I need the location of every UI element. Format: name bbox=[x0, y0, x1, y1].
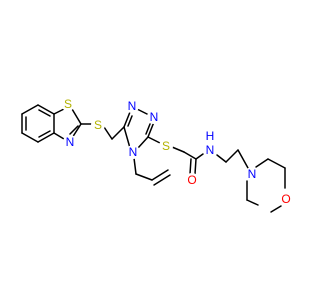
bond bbox=[137, 136, 149, 149]
atom-n-morpholine: N bbox=[248, 167, 257, 181]
bond bbox=[189, 158, 192, 175]
bond bbox=[69, 125, 79, 135]
atom-n-triazole: N bbox=[129, 145, 138, 159]
bond bbox=[103, 126, 113, 140]
bond bbox=[21, 104, 39, 115]
bond bbox=[135, 173, 153, 181]
atom-o-carbonyl: O bbox=[187, 173, 196, 187]
bond bbox=[37, 104, 55, 115]
bond bbox=[151, 169, 169, 181]
bond bbox=[37, 132, 55, 143]
bond bbox=[194, 158, 197, 175]
bond bbox=[270, 205, 282, 213]
atom-n-thiazole: N bbox=[66, 135, 75, 149]
bond-lines bbox=[21, 104, 286, 213]
bond bbox=[225, 149, 239, 163]
atom-s-linker: S bbox=[94, 118, 102, 132]
bond bbox=[237, 149, 249, 169]
bond bbox=[246, 199, 259, 206]
bond bbox=[216, 154, 227, 163]
bond bbox=[267, 158, 286, 169]
bond bbox=[133, 157, 137, 175]
atom-n-triazole: N bbox=[150, 110, 159, 124]
atom-n-triazole: N bbox=[128, 99, 137, 113]
atom-labels: S N S N N N S O N H N O bbox=[61, 97, 293, 206]
bond bbox=[153, 174, 171, 186]
bond bbox=[145, 123, 151, 135]
bond bbox=[21, 132, 39, 143]
bond bbox=[38, 109, 51, 117]
bond bbox=[123, 111, 131, 128]
bond bbox=[183, 151, 197, 160]
atom-s-linker: S bbox=[162, 139, 170, 153]
atom-h-amide: H bbox=[206, 129, 215, 143]
bond bbox=[53, 132, 65, 140]
bond bbox=[38, 130, 51, 138]
atom-o-morpholine: O bbox=[281, 192, 290, 206]
bond bbox=[71, 108, 82, 125]
atom-n-amide: N bbox=[206, 143, 215, 157]
bond bbox=[147, 136, 161, 144]
bond bbox=[123, 126, 131, 149]
bond bbox=[71, 123, 82, 139]
bond bbox=[111, 126, 125, 140]
bond bbox=[147, 121, 155, 138]
bond bbox=[195, 153, 204, 160]
bond bbox=[171, 146, 185, 153]
molecule-structure-diagram: S N S N N N S O N H N O bbox=[21, 97, 293, 213]
bond bbox=[255, 158, 269, 168]
atom-s-thiazole: S bbox=[64, 97, 72, 111]
bond bbox=[127, 115, 133, 127]
